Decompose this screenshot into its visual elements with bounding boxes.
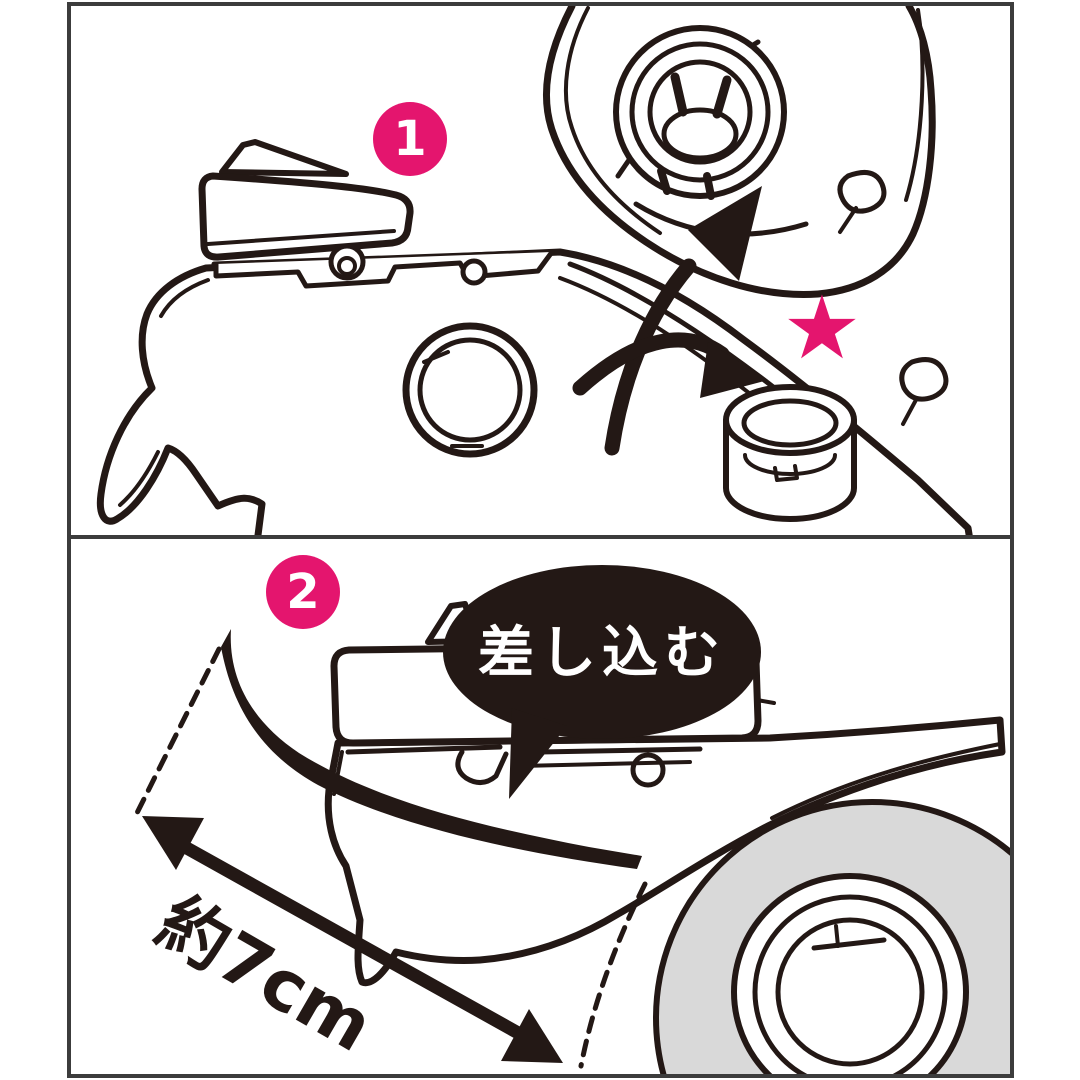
- step-1-panel: ★: [67, 2, 1014, 539]
- dimension-arrow-icon: [142, 816, 563, 1063]
- dispenser-body-illustration: [324, 716, 1006, 987]
- step-1-artwork: ★: [96, 6, 973, 535]
- insert-callout-bubble: 差し込む: [443, 565, 761, 799]
- cap-illustration: [198, 139, 414, 261]
- dimension-label: 約7cm: [144, 880, 387, 1068]
- callout-tail: [509, 708, 567, 799]
- step-1-badge: 1: [373, 102, 447, 176]
- top-cover-illustration: [543, 6, 936, 298]
- core-ring-illustration: [723, 384, 857, 522]
- tape-roll-illustration: [653, 799, 1010, 1074]
- latch-illustration: [211, 243, 555, 289]
- step-2-badge: 2: [266, 555, 340, 629]
- star-icon: ★: [783, 276, 862, 379]
- cap-fin-illustration: [219, 139, 349, 177]
- step-2-panel: 約7cm 差し込む: [67, 539, 1014, 1078]
- step-2-artwork: 約7cm 差し込む: [134, 565, 1010, 1074]
- tape-strip-illustration: [221, 629, 642, 869]
- remove-ring-arrow-icon: [572, 332, 768, 398]
- insert-callout-label: 差し込む: [478, 621, 726, 686]
- dimension-extension-line-right: [578, 881, 648, 1069]
- cover-hub-illustration: [613, 25, 787, 200]
- latch-illustration: [345, 744, 703, 788]
- dimension-extension-line-left: [134, 646, 222, 816]
- hub-hole-illustration: [402, 322, 538, 458]
